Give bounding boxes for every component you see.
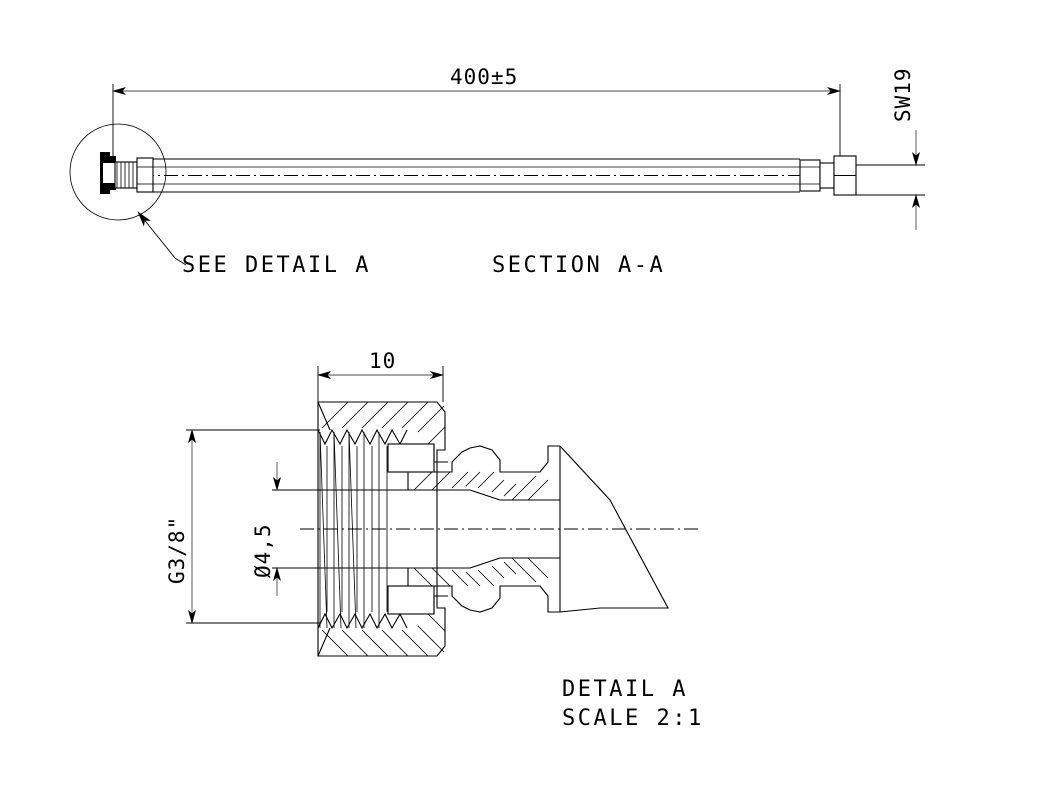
right-sleeve: [799, 159, 821, 192]
nipple-taper-top: [469, 489, 501, 501]
nipple-taper-bottom: [469, 557, 501, 569]
leader-line-detail: [137, 211, 176, 259]
detail-thread-top: [317, 428, 408, 629]
dim-label-nut-width: 10: [369, 349, 396, 373]
left-nut-bore: [103, 163, 115, 183]
seat-step-top: [433, 444, 448, 463]
thread-helix-lines: [319, 431, 357, 629]
detail-circle-a: [69, 123, 167, 221]
detail-leader: [137, 211, 187, 266]
nut-chamfer-bottom: [317, 627, 331, 657]
detail-seat-pockets: [387, 443, 448, 615]
nipple-lower-profile: [408, 585, 560, 613]
left-end-fitting: [100, 152, 154, 194]
dimension-overall-length: 400±5: [112, 65, 841, 170]
hose-stub-profile: [559, 445, 669, 613]
dimension-across-flats: SW19: [855, 67, 925, 230]
nipple-hatch-top: [413, 471, 549, 501]
detail-thread-bottom: [317, 612, 408, 630]
thread-teeth-top: [317, 428, 408, 446]
dimension-thread-size: G3/8": [165, 429, 320, 624]
nut-chamfer-top: [317, 401, 331, 431]
hose-body: [140, 158, 845, 193]
dimension-nut-width: 10: [317, 349, 444, 402]
label-section-a-a: SECTION A-A: [492, 253, 665, 278]
dim-label-thread-size: G3/8": [165, 516, 189, 584]
right-collar: [819, 162, 835, 189]
detail-nut-body: [317, 401, 446, 657]
leader-shoulder-detail: [174, 257, 187, 266]
left-thread-spigot: [114, 161, 138, 189]
dim-label-overall-length: 400±5: [450, 65, 518, 89]
thread-flanks: [319, 432, 388, 628]
seat-step-bottom: [433, 595, 448, 614]
detail-view: 10 G3/8" Ø4,5: [165, 349, 704, 731]
nut-hatch-top: [321, 401, 446, 445]
seat-pocket-bottom: [387, 585, 435, 615]
detail-hose-stub: [559, 445, 669, 613]
nut-hatch-bottom: [321, 613, 446, 657]
nut-outline: [317, 401, 446, 657]
section-view: 400±5 SW19: [69, 65, 925, 278]
left-ferrule: [136, 157, 154, 193]
thread-teeth-bottom: [317, 612, 408, 630]
label-see-detail-a: SEE DETAIL A: [182, 253, 371, 278]
left-thread-teeth: [116, 162, 134, 188]
seat-pocket-top: [387, 443, 435, 473]
nipple-upper-profile: [408, 445, 560, 473]
detail-nipple: [407, 445, 560, 613]
nipple-hatch-bottom: [413, 557, 549, 587]
label-detail-scale: SCALE 2:1: [562, 706, 704, 731]
dim-label-bore: Ø4,5: [251, 523, 275, 578]
right-end-fitting: [799, 155, 857, 196]
dim-label-across-flats: SW19: [891, 67, 915, 122]
label-detail-a: DETAIL A: [562, 677, 688, 702]
